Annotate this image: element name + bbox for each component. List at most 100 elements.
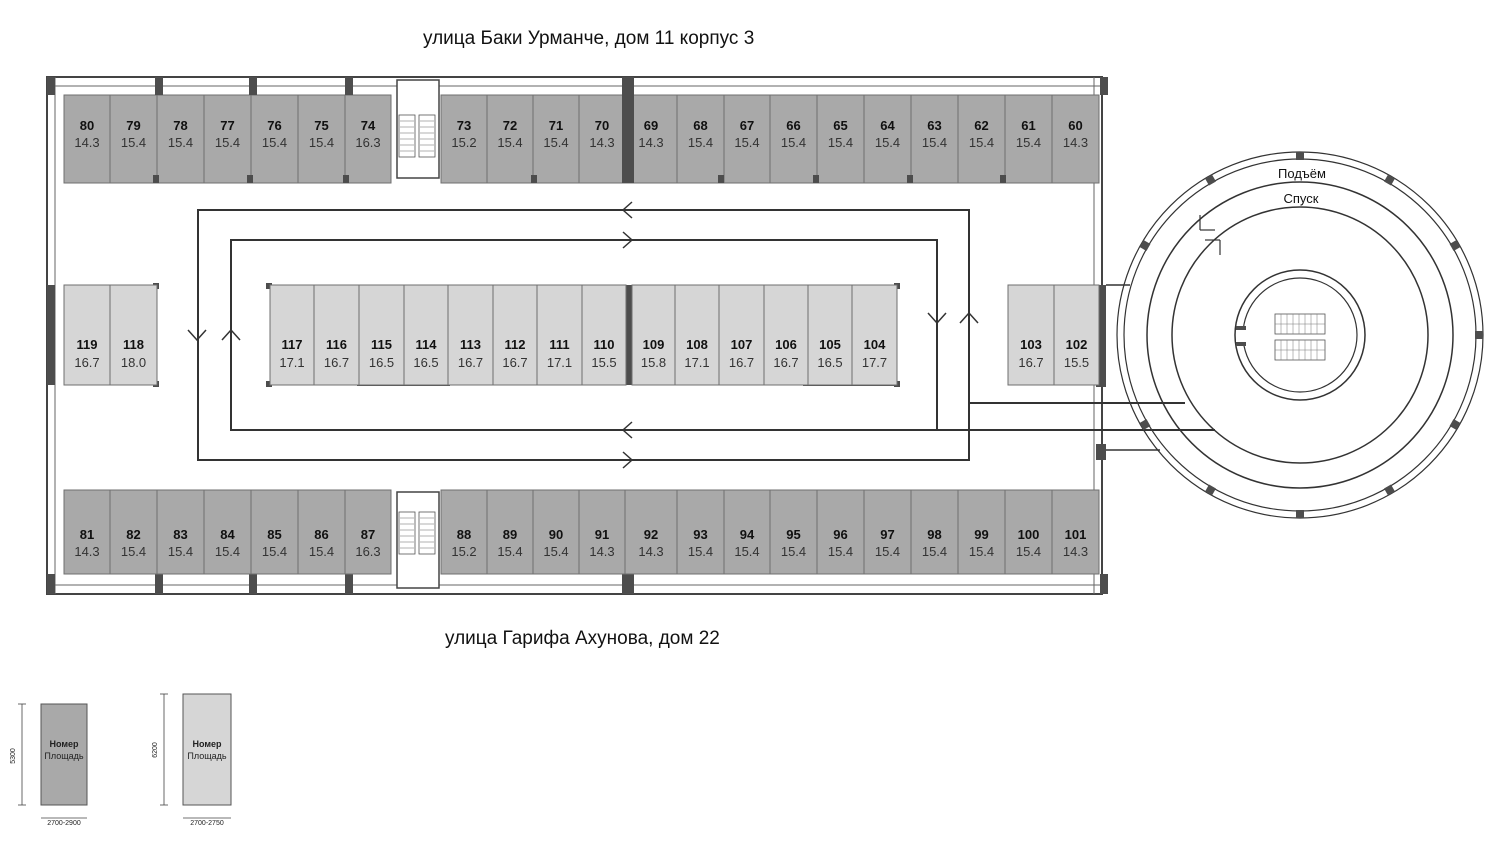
space-area: 16.3 <box>355 544 380 559</box>
pillar <box>266 381 272 387</box>
pillar <box>1000 175 1006 183</box>
space-area: 16.5 <box>413 355 438 370</box>
space-area: 15.4 <box>497 135 522 150</box>
space-area: 16.7 <box>1018 355 1043 370</box>
space-number: 118 <box>123 337 144 352</box>
space-number: 79 <box>126 118 140 133</box>
pillar <box>813 175 819 183</box>
legend-light-area-label: Площадь <box>187 751 226 761</box>
space-area: 15.4 <box>309 135 334 150</box>
space-number: 93 <box>693 527 707 542</box>
space-number: 60 <box>1068 118 1082 133</box>
space-number: 73 <box>457 118 471 133</box>
space-number: 86 <box>314 527 328 542</box>
space-area: 15.2 <box>451 544 476 559</box>
pillar <box>1100 574 1108 594</box>
street-label-bottom: улица Гарифа Ахунова, дом 22 <box>445 628 720 649</box>
legend-dark-height: 5300 <box>10 748 17 764</box>
space-number: 116 <box>326 337 347 352</box>
space-number: 63 <box>927 118 941 133</box>
pillar <box>1100 77 1108 95</box>
space-number: 111 <box>549 337 569 352</box>
space-area: 14.3 <box>1063 544 1088 559</box>
stairwell-top <box>396 79 440 179</box>
space-area: 15.5 <box>591 355 616 370</box>
pillar <box>622 285 632 385</box>
parking-space-110[interactable]: 110 15.5 <box>581 284 627 386</box>
space-area: 15.4 <box>828 135 853 150</box>
space-area: 14.3 <box>638 544 663 559</box>
space-area: 16.7 <box>458 355 483 370</box>
ramp-core <box>1236 313 1326 361</box>
circular-ramp <box>1106 151 1484 519</box>
pillar <box>531 175 537 183</box>
space-number: 115 <box>371 337 392 352</box>
space-area: 15.4 <box>121 544 146 559</box>
ramp-pillar <box>1449 240 1461 251</box>
space-number: 110 <box>594 337 615 352</box>
legend-light-number-label: Номер <box>192 739 222 749</box>
space-area: 15.4 <box>215 544 240 559</box>
space-number: 69 <box>644 118 658 133</box>
